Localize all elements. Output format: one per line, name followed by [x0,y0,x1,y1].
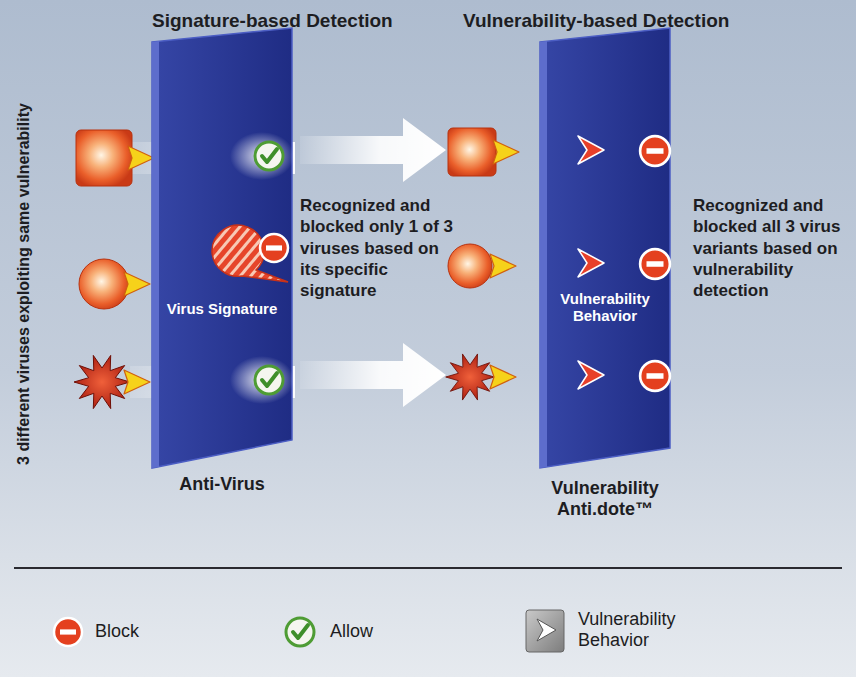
result-note: Recognized and blocked only 1 of 3 virus… [300,195,462,301]
allow-icon [255,142,283,170]
block-icon [54,618,82,646]
allow-icon [255,366,283,394]
vulnerability-behavior-icon [578,136,604,164]
flow-arrow [300,118,446,182]
beam-glow [230,132,294,180]
separator-line [14,567,842,569]
panel-name: Anti-Virus [152,474,292,495]
block-icon [640,249,670,279]
axis-note: 3 different viruses exploiting same vuln… [15,24,33,544]
virus-star [74,355,150,408]
panel-face [540,28,670,468]
legend-text: Vulnerability Behavior [578,609,690,650]
virus-star [446,354,516,400]
vulnerability-behavior-icon [578,249,604,277]
section-heading: Vulnerability-based Detection [463,10,729,32]
panel-name: Vulnerability Anti.dote™ [530,478,680,519]
virus-sphere [448,244,516,288]
panel-edge [540,41,547,468]
legend-text: Block [95,621,139,642]
virus-signature-shape [212,225,288,282]
vulnerability-behavior-icon [578,361,604,389]
block-icon [640,361,670,391]
legend-text: Allow [330,621,373,642]
panel-edge [152,41,159,468]
virus-square [76,130,154,186]
vulnerability-behavior-swatch [526,610,564,652]
section-heading: Signature-based Detection [152,10,393,32]
panel-text: Vulnerability Behavior [540,290,670,325]
beam-glow [230,356,294,404]
block-icon [260,234,288,262]
result-note: Recognized and blocked all 3 virus varia… [693,195,848,301]
allow-icon [286,618,314,646]
flow-arrow [300,343,446,407]
virus-sphere [79,259,150,309]
block-icon [640,136,670,166]
virus-square [448,128,519,176]
panel-text: Virus Signature [152,300,292,317]
